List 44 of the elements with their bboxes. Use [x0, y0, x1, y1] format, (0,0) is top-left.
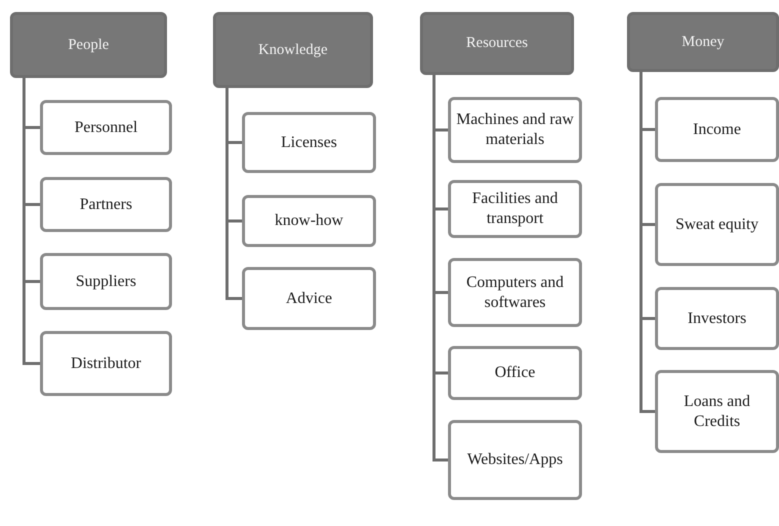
item-box	[242, 195, 376, 247]
category-title: Resources	[466, 34, 528, 53]
item-label: Partners	[80, 194, 132, 214]
category-title: Money	[682, 32, 724, 52]
item-box	[242, 267, 376, 330]
category-header-box	[627, 12, 779, 72]
item-box	[448, 258, 582, 327]
connector-line	[22, 78, 40, 365]
item-box	[655, 287, 779, 350]
category-header-box	[420, 12, 574, 75]
item-box	[448, 97, 582, 163]
connector-line	[640, 72, 655, 413]
item-label: Websites/Apps	[467, 450, 563, 470]
item-box	[40, 177, 172, 232]
item-label: Machines and raw materials	[455, 110, 575, 150]
category-title: People	[68, 36, 109, 54]
item-label: Licenses	[281, 132, 337, 152]
category-title: Knowledge	[258, 40, 328, 60]
connector-line	[432, 75, 448, 462]
item-box	[655, 370, 779, 453]
item-box	[40, 100, 172, 155]
category-header-box	[10, 12, 167, 78]
item-label: Office	[494, 363, 536, 383]
item-label: Investors	[688, 308, 746, 328]
item-label: know-how	[274, 211, 344, 231]
item-box	[448, 346, 582, 400]
item-box	[655, 97, 779, 162]
connector-line	[226, 88, 242, 300]
item-label: Computers and softwares	[465, 272, 565, 312]
item-label: Distributor	[70, 354, 142, 374]
item-label: Loans and Credits	[682, 392, 752, 432]
item-box	[448, 420, 582, 500]
item-box	[40, 253, 172, 310]
item-label: Personnel	[74, 118, 138, 138]
item-label: Advice	[286, 288, 332, 308]
item-box	[655, 183, 779, 266]
item-label: Income	[693, 120, 741, 140]
item-label: Suppliers	[76, 272, 136, 292]
item-label: Sweat equity	[675, 214, 759, 234]
category-header-box	[213, 12, 373, 88]
item-label: Facilities and transport	[471, 189, 559, 229]
item-box	[242, 112, 376, 173]
item-box	[40, 331, 172, 396]
item-box	[448, 180, 582, 238]
